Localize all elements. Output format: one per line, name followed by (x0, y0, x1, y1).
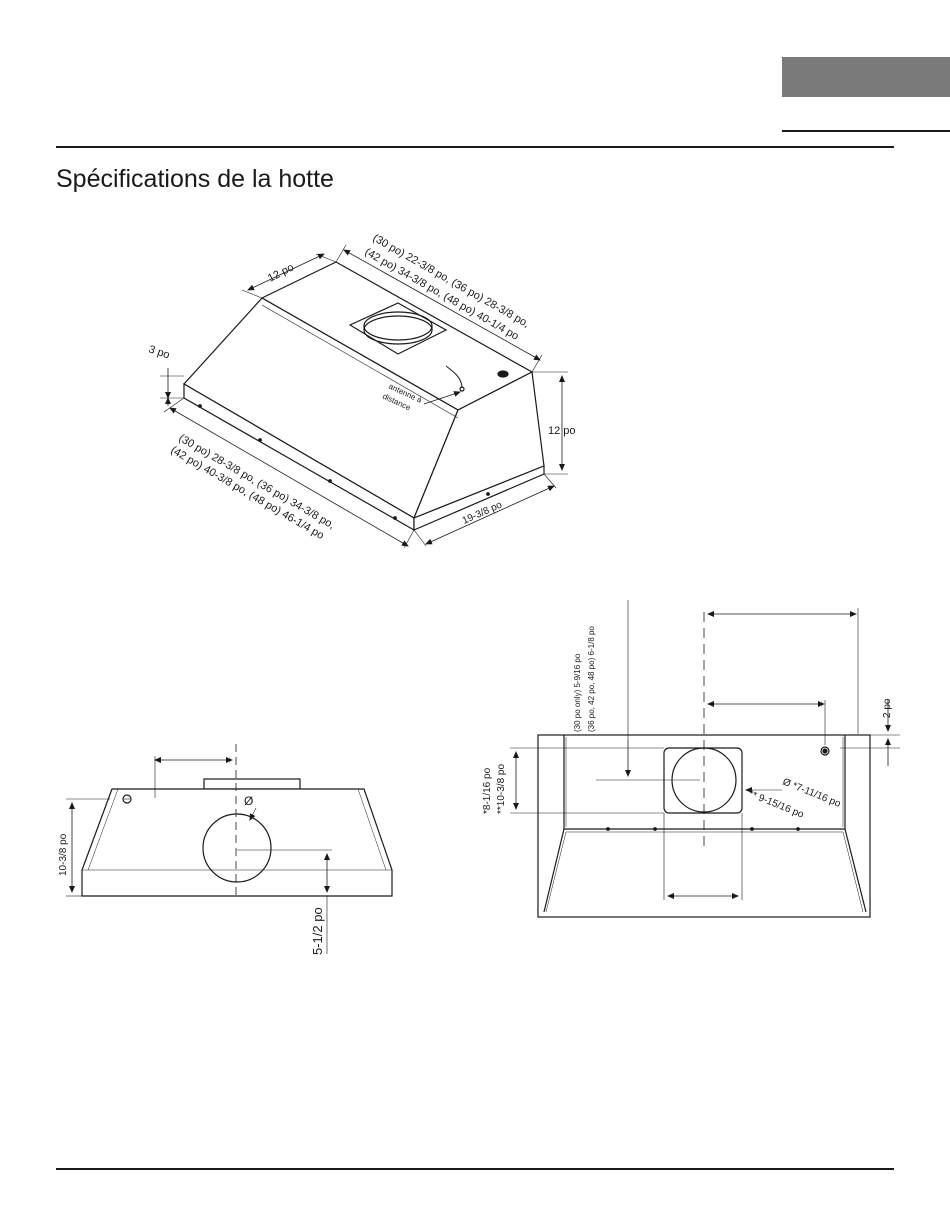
section-tab-rule (782, 130, 950, 132)
diameter-symbol: Ø (244, 794, 253, 808)
footer-rule (56, 1168, 894, 1170)
page-title: Spécifications de la hotte (56, 165, 334, 193)
dim-front-height: 3 po (147, 343, 171, 361)
dim-side-height: 12 po (548, 425, 576, 437)
header-rule (56, 146, 894, 148)
section-tab (782, 57, 950, 97)
dim-offset-line1: (30 po only) 5-9/16 po (573, 653, 582, 732)
top-hood-view (510, 600, 900, 918)
front-hood-view (66, 744, 393, 954)
dim-depth-line1: *8-1/16 po (482, 767, 493, 814)
dim-front-height-label: 10-3/8 po (58, 833, 69, 876)
dim-depth-line2: **10-3/8 po (496, 764, 507, 814)
dim-offset-line2: (36 po, 42 po, 48 po) 6-1/8 po (587, 626, 596, 732)
dim-edge-label: 2 po (882, 698, 893, 718)
dim-duct-offset-label: 5-1/2 po (310, 907, 325, 955)
dim-depth-top: 12 po (266, 261, 296, 284)
isometric-hood-view (160, 244, 568, 549)
